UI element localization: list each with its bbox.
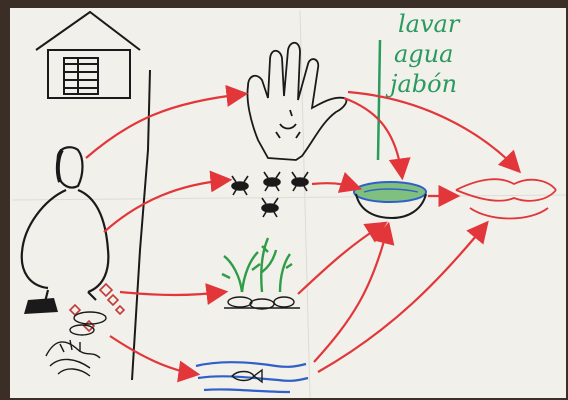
label-jabon: jabón [385,70,457,98]
person-foot [24,298,58,314]
label-lavar: lavar [398,10,461,38]
label-agua: agua [394,40,453,68]
